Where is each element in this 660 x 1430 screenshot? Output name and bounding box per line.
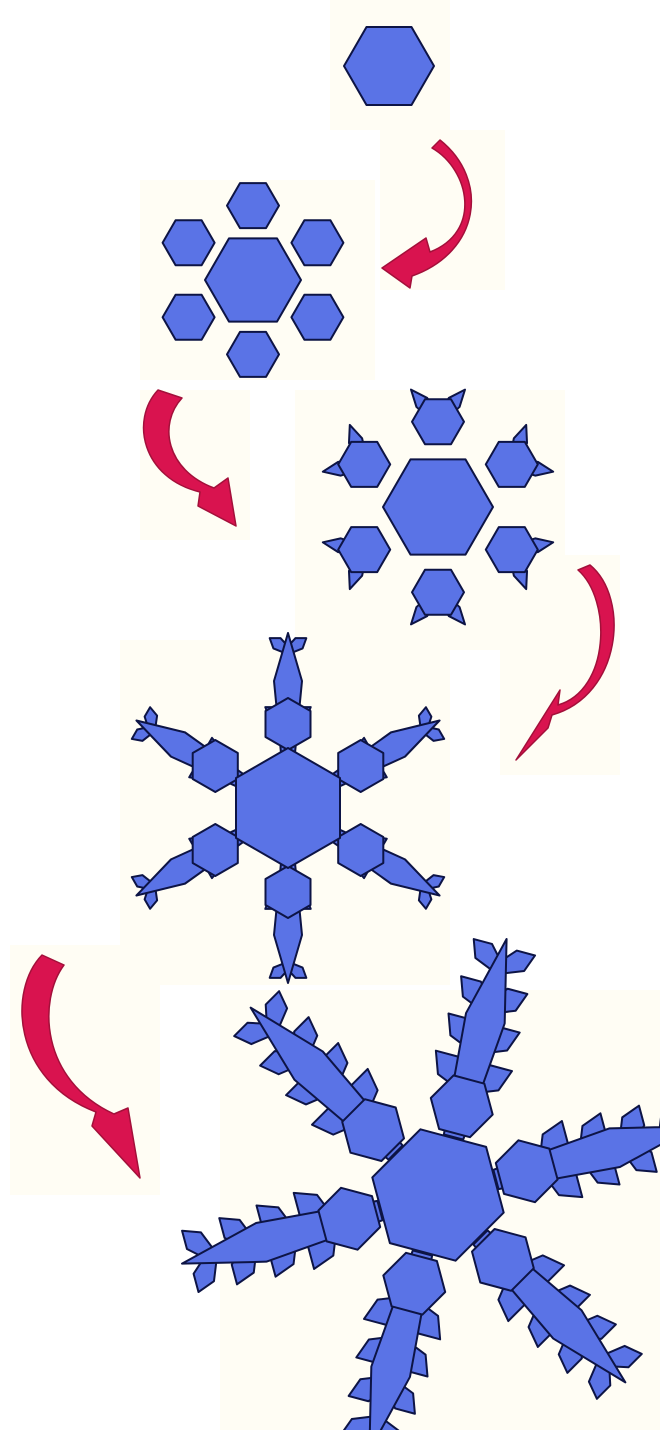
snowflake-growth-diagram [0,0,660,1430]
